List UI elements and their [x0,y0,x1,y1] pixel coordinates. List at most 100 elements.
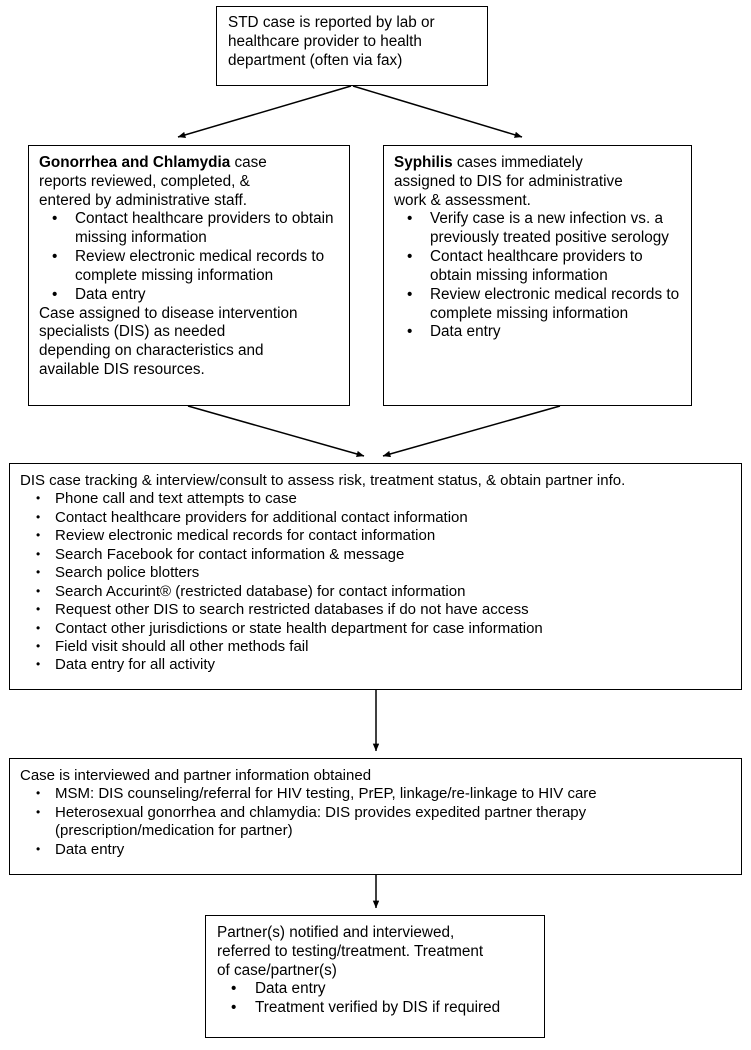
gc-bullet-1: Contact healthcare providers to obtain m… [75,210,334,247]
syphilis-heading-rest: cases immediately [452,154,583,171]
gc-bullet-3: Data entry [75,285,146,303]
list-item: • Search Facebook for contact information… [20,546,735,564]
connector-syphilis-to-dis-tracking [382,405,561,458]
bullet-glyph-icon: • [36,491,41,506]
dis-bullet-list: • Phone call and text attempts to case • C… [20,490,735,674]
dis-bullet-9: Field visit should all other methods fai… [55,637,309,655]
syphilis-heading: Syphilis cases immediately [394,154,687,173]
bullet-glyph-icon: • [52,248,58,266]
node-case-interviewed: Case is interviewed and partner informat… [9,758,742,875]
gc-heading-bold: Gonorrhea and Chlamydia [39,154,231,171]
syphilis-bullet-1: Verify case is a new infection vs. a pre… [430,210,669,247]
bullet-glyph-icon: • [52,210,58,228]
connector-report-to-gonorrhea-chlamydia [177,85,352,138]
list-item: • Treatment verified by DIS if required [217,999,540,1018]
bullet-glyph-icon: • [407,285,413,303]
gc-heading-line-3: entered by administrative staff. [39,191,248,209]
list-item: • Phone call and text attempts to case [20,490,735,508]
dis-bullet-3: Review electronic medical records for co… [55,527,436,545]
list-item: • Data entry [20,841,735,859]
connector-report-to-syphilis [352,85,523,138]
report-line-3: department (often via fax) [228,51,403,69]
dis-bullet-6: Search Accurint® (restricted database) f… [55,582,466,600]
node-partner-notification: Partner(s) notified and interviewed, ref… [205,915,545,1038]
bullet-glyph-icon: • [36,841,41,856]
bullet-glyph-icon: • [36,509,41,524]
bullet-glyph-icon: • [36,620,41,635]
list-item: • Verify case is a new infection vs. a pr… [394,210,687,248]
gc-heading-line-2: reports reviewed, completed, & [39,172,250,190]
list-item: • Contact healthcare providers for additi… [20,509,735,527]
bullet-glyph-icon: • [231,999,237,1017]
interview-bullet-3: Data entry [55,840,125,858]
bullet-glyph-icon: • [231,980,237,998]
bullet-glyph-icon: • [36,657,41,672]
report-line-2: healthcare provider to health [228,32,422,50]
syphilis-bullet-4: Data entry [430,323,501,341]
bullet-glyph-icon: • [36,583,41,598]
list-item: • Data entry [394,323,687,342]
gc-bullet-list: • Contact healthcare providers to obtain … [39,210,345,304]
dis-bullet-1: Phone call and text attempts to case [55,490,297,508]
list-item: • Data entry [39,286,345,305]
list-item: • Data entry [217,980,540,999]
dis-bullet-10: Data entry for all activity [55,656,216,674]
syphilis-bullet-2: Contact healthcare providers to obtain m… [430,248,643,284]
bullet-glyph-icon: • [36,804,41,819]
interview-bullet-2: Heterosexual gonorrhea and chlamydia: DI… [55,803,587,840]
dis-bullet-2: Contact healthcare providers for additio… [55,508,468,526]
list-item: • MSM: DIS counseling/referral for HIV te… [20,785,735,803]
interview-bullet-1: MSM: DIS counseling/referral for HIV tes… [55,785,597,803]
node-gonorrhea-chlamydia: Gonorrhea and Chlamydia case reports rev… [28,145,350,406]
partner-bullet-1: Data entry [255,980,326,998]
gc-footer-line-4: available DIS resources. [39,360,205,378]
partner-bullet-list: • Data entry • Treatment verified by DIS i… [217,980,540,1018]
list-item: • Field visit should all other methods fa… [20,638,735,656]
partner-bullet-2: Treatment verified by DIS if required [255,999,501,1017]
list-item: • Search police blotters [20,564,735,582]
gc-heading: Gonorrhea and Chlamydia case [39,154,345,173]
gc-footer-line-1: Case assigned to disease intervention [39,304,298,322]
report-line-1: STD case is reported by lab or [228,14,435,31]
gc-heading-rest: case [230,154,267,171]
syphilis-heading-bold: Syphilis [394,154,453,171]
bullet-glyph-icon: • [36,638,41,653]
dis-bullet-8: Contact other jurisdictions or state hea… [55,619,543,637]
list-item: • Data entry for all activity [20,656,735,674]
list-item: • Request other DIS to search restricted … [20,601,735,619]
partner-line-1: Partner(s) notified and interviewed, [217,924,455,941]
interview-heading: Case is interviewed and partner informat… [20,767,372,784]
connector-gonorrhea-chlamydia-to-dis-tracking [187,405,365,458]
bullet-glyph-icon: • [407,210,413,228]
interview-bullet-list: • MSM: DIS counseling/referral for HIV te… [20,785,735,859]
list-item: • Review electronic medical records to co… [39,248,345,286]
dis-bullet-5: Search police blotters [55,564,200,582]
dis-heading: DIS case tracking & interview/consult to… [20,472,626,489]
syphilis-heading-line-2: assigned to DIS for administrative [394,172,623,190]
bullet-glyph-icon: • [36,786,41,801]
syphilis-heading-line-3: work & assessment. [394,191,531,209]
gc-footer-line-2: specialists (DIS) as needed [39,323,226,341]
list-item: • Contact healthcare providers to obtain … [394,248,687,286]
gc-bullet-2: Review electronic medical records to com… [75,248,325,284]
node-dis-case-tracking: DIS case tracking & interview/consult to… [9,463,742,690]
dis-bullet-4: Search Facebook for contact information … [55,545,405,563]
bullet-glyph-icon: • [36,565,41,580]
partner-line-3: of case/partner(s) [217,961,337,979]
bullet-glyph-icon: • [52,285,58,303]
node-syphilis: Syphilis cases immediately assigned to D… [383,145,692,406]
list-item: • Contact other jurisdictions or state he… [20,620,735,638]
list-item: • Review electronic medical records to co… [394,286,687,324]
dis-bullet-7: Request other DIS to search restricted d… [55,601,529,619]
list-item: • Contact healthcare providers to obtain … [39,210,345,248]
gc-footer-line-3: depending on characteristics and [39,342,264,360]
bullet-glyph-icon: • [36,602,41,617]
bullet-glyph-icon: • [407,323,413,341]
list-item: • Search Accurint® (restricted database) … [20,583,735,601]
bullet-glyph-icon: • [407,248,413,266]
partner-line-2: referred to testing/treatment. Treatment [217,942,484,960]
bullet-glyph-icon: • [36,528,41,543]
syphilis-bullet-3: Review electronic medical records to com… [430,285,680,322]
bullet-glyph-icon: • [36,546,41,561]
